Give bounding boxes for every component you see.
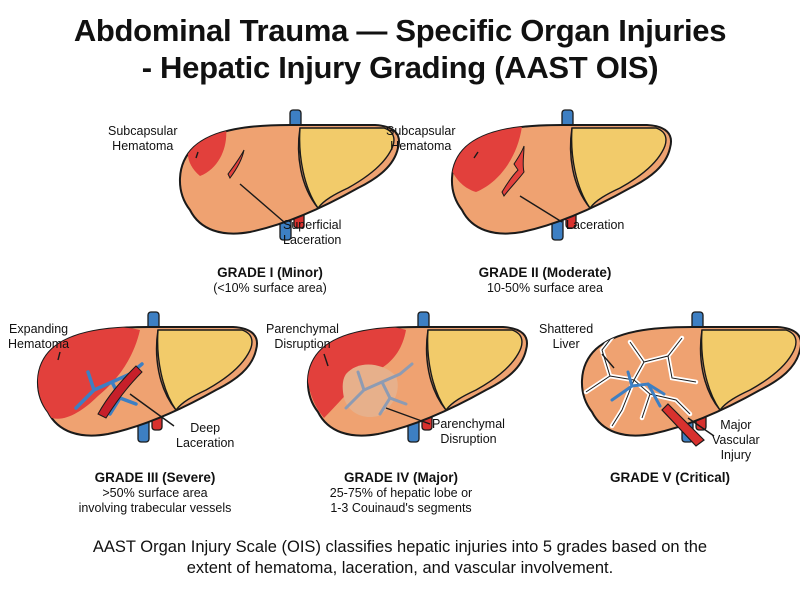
title-line-1: Abdominal Trauma — Specific Organ Injuri… (73, 13, 727, 48)
label-laceration: Laceration (566, 218, 625, 232)
label-parenchymal-disruption-top: Parenchymal Disruption (266, 322, 339, 351)
label-parenchymal-disruption-bottom: Parenchymal Disruption (432, 417, 505, 446)
grade-3-caption: GRADE III (Severe) >50% surface area inv… (50, 469, 260, 516)
liver-grade-3 (35, 311, 257, 443)
grade-5-caption: GRADE V (Critical) (590, 469, 750, 486)
grade-2-caption: GRADE II (Moderate) 10-50% surface area (450, 264, 640, 296)
label-expanding-hematoma: Expanding Hematoma (8, 322, 70, 351)
grade-1-caption: GRADE I (Minor) (<10% surface area) (190, 264, 350, 296)
title-line-2: - Hepatic Injury Grading (AAST OIS) (141, 50, 659, 85)
label-leader-lines (57, 151, 715, 437)
label-subcapsular-hematoma-1: Subcapsular Hematoma (108, 124, 178, 153)
grade-5-title: GRADE V (Critical) (609, 470, 731, 485)
label-deep-laceration: Deep Laceration (176, 421, 235, 450)
label-major-vascular-injury: Major Vascular Injury (712, 418, 760, 462)
grade-1-title: GRADE I (Minor) (217, 265, 323, 280)
page-title: Abdominal Trauma — Specific Organ Injuri… (0, 12, 800, 86)
label-subcapsular-hematoma-2: Subcapsular Hematoma (386, 124, 456, 153)
grade-4-title: GRADE IV (Major) (343, 470, 458, 485)
label-superficial-laceration: Superficial Laceration (283, 218, 342, 247)
footer-caption: AAST Organ Injury Scale (OIS) classifies… (92, 538, 708, 577)
liver-grade-4 (306, 311, 527, 443)
grade-3-title: GRADE III (Severe) (94, 470, 216, 485)
liver-grade-5 (582, 311, 800, 447)
grade-2-title: GRADE II (Moderate) (478, 265, 612, 280)
grade-4-caption: GRADE IV (Major) 25-75% of hepatic lobe … (306, 469, 496, 516)
label-shattered-liver: Shattered Liver (539, 322, 594, 351)
